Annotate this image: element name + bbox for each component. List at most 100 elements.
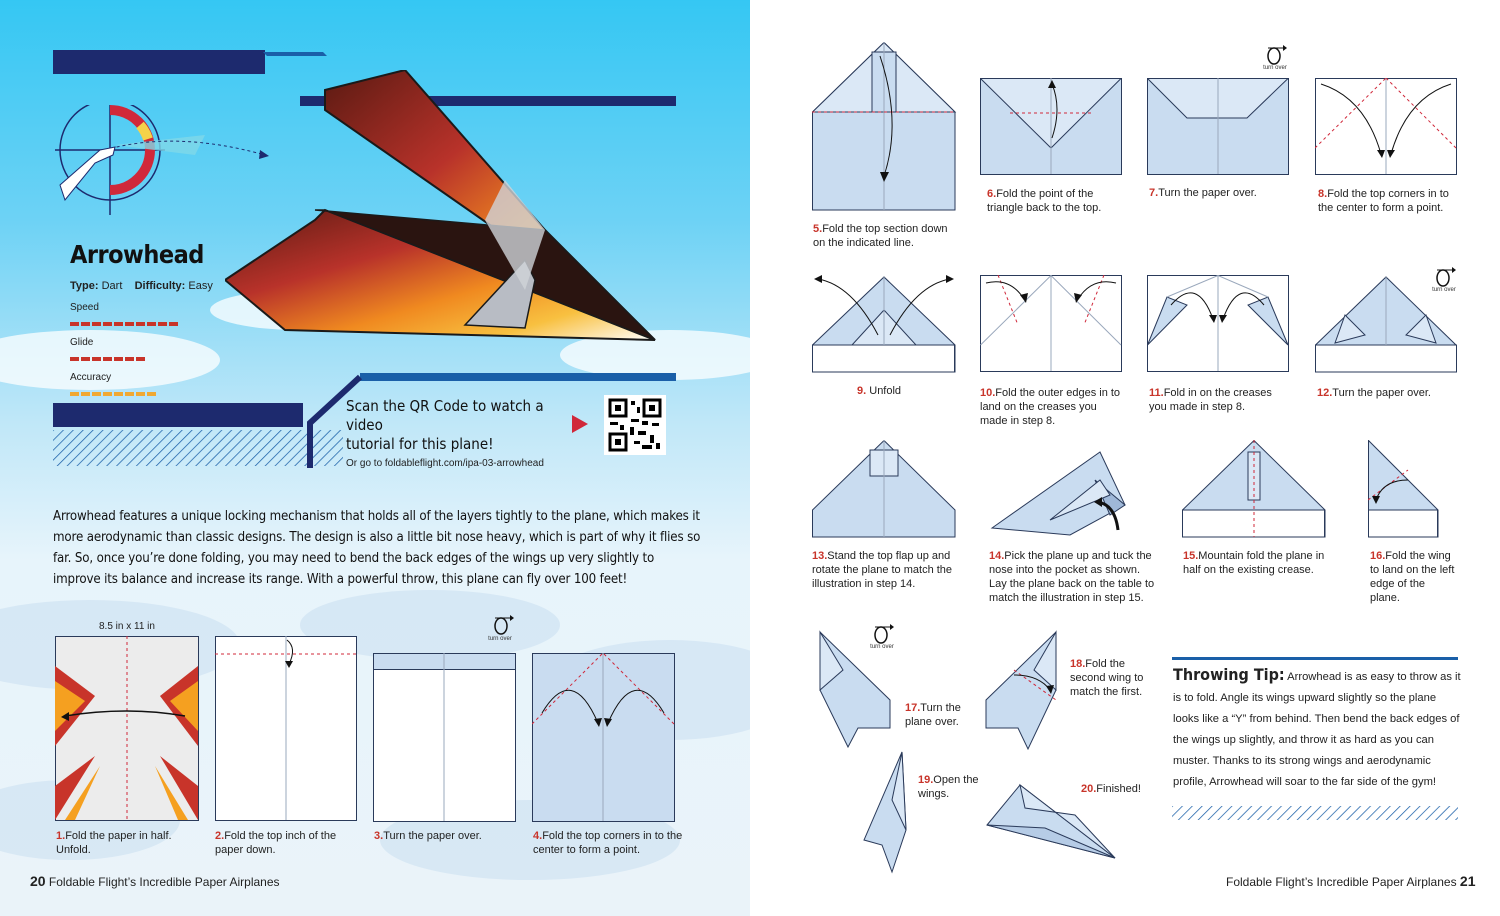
stat-segment: [136, 322, 145, 326]
stat-speed: Speed: [70, 302, 210, 331]
stat-segment: [169, 322, 178, 326]
step-2-diagram: [215, 636, 357, 821]
stat-segment: [136, 392, 145, 396]
step-8-diagram: [1315, 78, 1457, 175]
stat-segment: [125, 392, 134, 396]
stat-segment: [147, 392, 156, 396]
right-page-number: 21: [1459, 873, 1476, 889]
step-17-diagram: [819, 630, 891, 749]
stat-segment: [92, 357, 101, 361]
stat-segment: [125, 357, 134, 361]
step-6-diagram: [980, 78, 1123, 175]
step-5-diagram: [812, 42, 957, 211]
qr-code[interactable]: [604, 395, 666, 455]
left-page-number: 20: [30, 873, 46, 889]
qr-url[interactable]: Or go to foldableflight.com/ipa-03-arrow…: [346, 458, 544, 469]
step-14-diagram: [990, 451, 1126, 536]
step-7-diagram: [1147, 78, 1290, 175]
right-footer: Foldable Flight’s Incredible Paper Airpl…: [1226, 873, 1476, 889]
step-15-diagram: [1182, 440, 1326, 538]
stat-segment: [114, 392, 123, 396]
step-18-diagram: [985, 630, 1057, 751]
step-16-diagram: [1368, 440, 1439, 538]
plane-illustration: [225, 70, 656, 341]
stat-segment: [147, 322, 156, 326]
stat-segment: [70, 357, 79, 361]
step-20-diagram: [986, 783, 1116, 859]
tip-text: Arrowhead is as easy to throw as it is t…: [1173, 671, 1461, 788]
step-16-caption: 16.Fold the wing to land on the left edg…: [1370, 550, 1455, 604]
stat-segment: [81, 392, 90, 396]
tip-top-rule: [1172, 657, 1458, 660]
step-12-diagram: [1315, 276, 1457, 373]
step-9-caption: 9. Unfold: [857, 385, 902, 397]
step-6-caption: 6.Fold the point of the triangle back to…: [987, 188, 1102, 214]
stat-label: Accuracy: [70, 372, 112, 383]
header-bar: [53, 50, 265, 74]
intro-paragraph: Arrowhead features a unique locking mech…: [53, 509, 701, 587]
qr-line-1: Scan the QR Code to watch a video: [346, 397, 544, 434]
turn-over-label: turn over: [488, 636, 512, 642]
stat-segment: [92, 322, 101, 326]
stat-segment: [70, 322, 79, 326]
stat-bar: [70, 383, 210, 401]
qr-text: Scan the QR Code to watch a video tutori…: [346, 397, 566, 469]
turn-over-label: turn over: [1432, 287, 1456, 293]
stat-segment: [81, 322, 90, 326]
step-13-diagram: [812, 440, 956, 538]
stat-segment: [103, 392, 112, 396]
stat-bar: [70, 348, 210, 366]
stat-accuracy: Accuracy: [70, 372, 210, 401]
turn-over-icon: [1436, 267, 1456, 287]
step-15-caption: 15.Mountain fold the plane in half on th…: [1183, 550, 1325, 576]
step-4-caption: 4.Fold the top corners in to the center …: [533, 830, 683, 856]
left-footer: 20 Foldable Flight’s Incredible Paper Ai…: [30, 873, 280, 889]
qr-line-2: tutorial for this plane!: [346, 435, 494, 453]
step-13-caption: 13.Stand the top flap up and rotate the …: [812, 550, 953, 590]
difficulty-label: Difficulty:: [134, 280, 186, 292]
step-14-caption: 14.Pick the plane up and tuck the nose i…: [989, 550, 1155, 604]
plane-title: Arrowhead: [70, 240, 204, 269]
hatch-pattern: [53, 430, 343, 466]
stat-segment: [114, 357, 123, 361]
step-19-diagram: [863, 751, 907, 874]
stat-segment: [70, 392, 79, 396]
qr-frame: [307, 374, 363, 468]
left-page: Arrowhead Type: Dart Difficulty: Easy Sp…: [0, 0, 750, 916]
play-icon[interactable]: [570, 413, 590, 435]
header-bar: [300, 96, 676, 106]
stat-segment: [103, 357, 112, 361]
type-label: Type:: [70, 280, 99, 292]
step-17-caption: 17.Turn the plane over.: [905, 702, 961, 728]
step-18-caption: 18.Fold the second wing to match the fir…: [1070, 658, 1144, 698]
tip-hatch-pattern: [1172, 806, 1458, 820]
right-footer-title: Foldable Flight’s Incredible Paper Airpl…: [1226, 875, 1457, 889]
stat-segment: [125, 322, 134, 326]
step-8-caption: 8.Fold the top corners in to the center …: [1318, 188, 1449, 214]
step-10-diagram: [980, 275, 1122, 372]
paper-size-label: 8.5 in x 11 in: [99, 621, 155, 632]
qr-bar: [360, 373, 676, 381]
stat-glide: Glide: [70, 337, 210, 366]
step-11-caption: 11.Fold in on the creases you made in st…: [1149, 387, 1272, 413]
stat-segment: [81, 357, 90, 361]
step-4-diagram: [532, 653, 675, 822]
step-5-caption: 5.Fold the top section down on the indic…: [813, 223, 948, 249]
turn-over-icon: [1267, 45, 1287, 65]
step-10-caption: 10.Fold the outer edges in to land on th…: [980, 387, 1121, 427]
step-3-caption: 3.Turn the paper over.: [374, 830, 482, 842]
plane-meta: Type: Dart Difficulty: Easy: [70, 280, 213, 292]
step-1-caption: 1.Fold the paper in half. Unfold.: [56, 830, 172, 856]
qr-bar: [53, 403, 303, 427]
stat-segment: [158, 322, 167, 326]
step-2-caption: 2.Fold the top inch of the paper down.: [215, 830, 337, 856]
turn-over-label: turn over: [1263, 65, 1287, 71]
qr-code-icon: [608, 398, 662, 452]
step-1-diagram: [55, 636, 199, 821]
step-12-caption: 12.Turn the paper over.: [1317, 387, 1431, 399]
step-20-caption: 20.Finished!: [1081, 783, 1141, 795]
step-11-diagram: [1147, 275, 1289, 372]
turn-over-label: turn over: [870, 644, 894, 650]
stat-label: Speed: [70, 302, 99, 313]
